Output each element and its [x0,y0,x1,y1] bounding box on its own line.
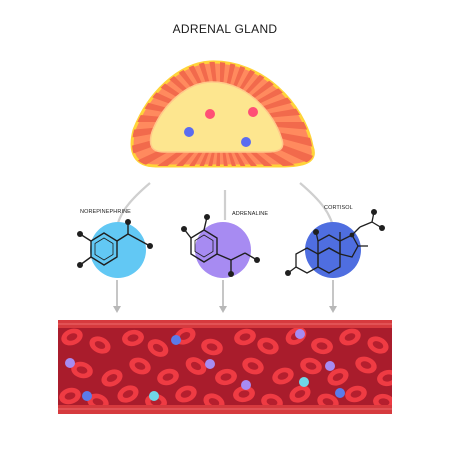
red-blood-cell [317,393,339,405]
norepinephrine-circle [90,222,146,278]
red-blood-cell [71,361,93,379]
gland-cell-dot [205,109,215,119]
adrenaline-label: ADRENALINE [232,211,269,217]
red-blood-cell [117,385,139,403]
hormone-particle [335,388,345,398]
hormone-particle [82,391,92,401]
red-blood-cell [261,393,283,405]
diagram-title: ADRENAL GLAND [172,22,278,36]
red-blood-cell [157,368,179,386]
red-blood-cell [234,328,256,346]
red-blood-cell [59,387,81,405]
red-blood-cell [215,368,237,386]
red-blood-cell [377,369,392,387]
red-blood-cell [272,367,294,385]
hormone-particle [65,358,75,368]
cortex-stripe [220,122,268,166]
adrenaline-circle [195,222,251,278]
red-blood-cell [122,329,144,347]
norepinephrine-atoms [77,219,153,268]
hormone-particle [171,335,181,345]
red-blood-cell [300,357,322,375]
hormone-particle [149,391,159,401]
norepinephrine-label: NOREPINEPHRINE [80,209,131,215]
arrow-heads [113,306,337,313]
adrenaline-atoms [181,214,260,277]
red-blood-cell [175,385,197,403]
red-blood-cell [289,385,311,403]
cortisol-label: CORTISOL [324,205,353,211]
red-blood-cell [355,356,377,374]
red-blood-cell [373,393,392,405]
hormone-particle [205,359,215,369]
hormone-particle [241,380,251,390]
red-blood-cell [203,393,225,405]
gland-cell-dot [248,107,258,117]
red-blood-cell [89,336,111,354]
red-blood-cell [61,328,83,346]
red-blood-cell [101,369,123,387]
blood-vessel [58,320,392,414]
red-blood-cell [129,357,151,375]
red-blood-cell [367,336,389,354]
release-arrows [116,280,334,308]
red-blood-cell [242,357,264,375]
red-blood-cell [87,393,109,405]
red-blood-cell [327,368,349,386]
hormone-particle [295,329,305,339]
gland-medulla [149,81,284,153]
cortex-stripe [207,122,220,166]
cortisol-atoms [285,209,385,276]
cortex-stripe [220,122,290,166]
red-blood-cell [257,337,279,355]
red-blood-cell [311,337,333,355]
hormone-particle [325,361,335,371]
cortex-stripe [160,122,220,166]
red-blood-cell [345,385,367,403]
blood-cells [59,328,392,405]
red-blood-cell [233,385,255,403]
cortisol-molecule [287,211,383,274]
red-blood-cell [339,328,361,346]
adrenal-gland [130,60,315,168]
gland-cell-dot [184,127,194,137]
cortex-stripe [183,122,220,166]
cortex-stripe [220,122,245,166]
red-blood-cell [185,357,207,375]
red-blood-cell [147,339,169,357]
gland-cell-dot [241,137,251,147]
red-blood-cell [201,338,223,356]
hormone-particle [299,377,309,387]
